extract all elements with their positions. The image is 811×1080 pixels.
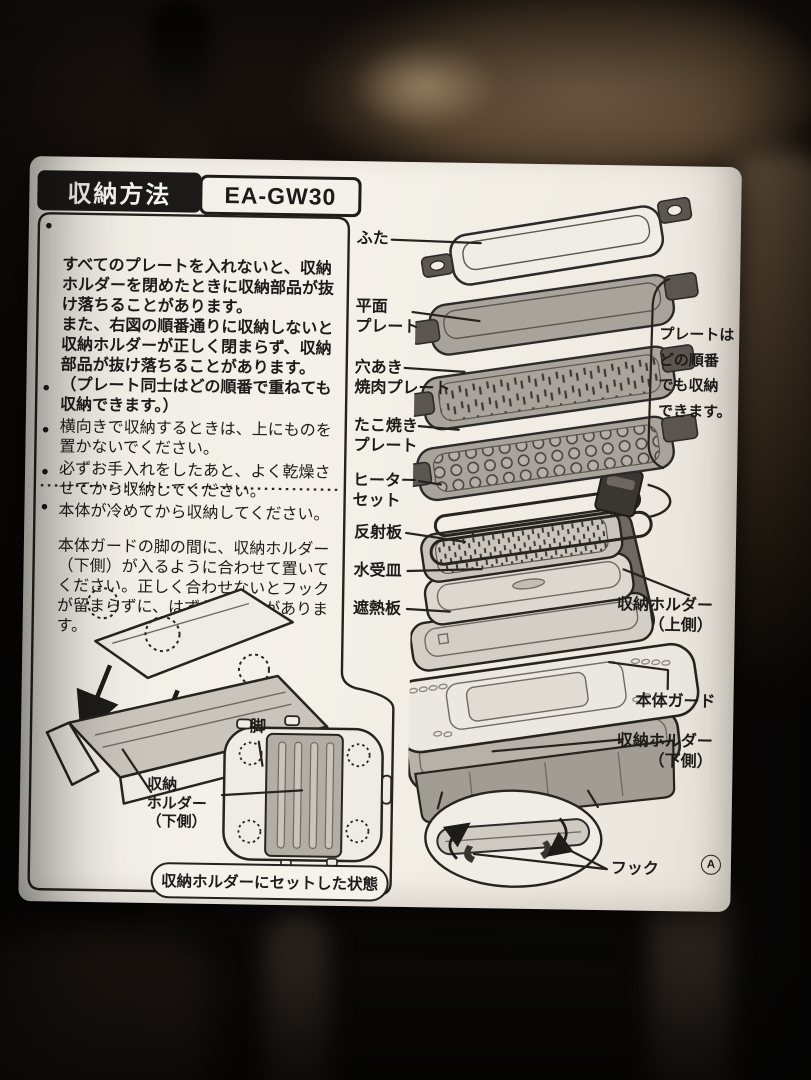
label-water-tray: 水受皿: [353, 562, 402, 580]
bullet-icon: ●: [44, 217, 53, 233]
instruction-sheet: 収納方法 EA-GW30 ● すべてのプレートを入れないと、収納ホルダーを閉めた…: [18, 156, 742, 913]
model-badge: EA-GW30: [199, 174, 362, 218]
hook-callout: [424, 789, 603, 888]
rotate-arrow: [546, 817, 574, 857]
bullet-icon: ●: [40, 498, 49, 514]
reflector-part: [420, 508, 624, 583]
label-takoyaki-plate: たこ焼き プレート: [353, 417, 418, 455]
label-hook: フック: [610, 860, 660, 878]
hook-right: [540, 840, 552, 860]
heater-set-part: [429, 483, 672, 566]
label-lid: ふた: [356, 230, 389, 248]
bullet-icon: ●: [41, 421, 50, 437]
water-tray-part: [423, 552, 635, 626]
note-text: 本体ガードの脚の間に、収納ホルダー（下側）が入るように合わせて置いてください。正…: [56, 537, 330, 635]
background-tan-blob: [350, 40, 500, 130]
label-holder-lower: 収納ホルダー （下側）: [616, 732, 714, 771]
background-shadow-blob: [0, 930, 210, 1080]
label-body-guard: 本体ガード: [635, 692, 716, 711]
label-holder-lower-left: 収納 ホルダー （下側）: [146, 775, 207, 831]
circled-a-badge: A: [700, 854, 722, 875]
bullet-icon: ●: [40, 463, 50, 479]
label-heat-shield: 遮熱板: [352, 600, 402, 618]
power-plug-part: [594, 456, 644, 518]
exploded-parts-diagram: [406, 196, 700, 888]
rotate-arrow: [442, 822, 471, 860]
background-gloss-streak: [265, 910, 329, 1080]
holder-set-caption: 収納ホルダーにセットした状態: [150, 861, 389, 902]
page-title: 収納方法: [37, 170, 202, 213]
hook-left: [464, 844, 476, 864]
label-reflector: 反射板: [353, 524, 403, 542]
label-leg: 脚: [249, 718, 267, 736]
lid-part: [420, 196, 693, 286]
background-dark-bar: [150, 0, 210, 180]
takoyaki-plate-part: [406, 413, 699, 502]
label-yakiniku-plate: 穴あき 焼肉プレート: [354, 359, 451, 398]
flat-plate-part: [409, 272, 699, 356]
bullet-icon: ●: [42, 379, 51, 395]
label-flat-plate: 平面 プレート: [355, 298, 420, 336]
note-item: ● 本体ガードの脚の間に、収納ホルダー（下側）が入るように合わせて置いてください…: [38, 496, 338, 661]
dotted-divider: [40, 484, 339, 491]
background-right-band: [729, 150, 811, 690]
label-holder-upper: 収納ホルダー （上側）: [616, 596, 714, 635]
label-heater-set: ヒーター セット: [352, 472, 418, 510]
plates-order-note: プレートは どの順番 でも収納 できます。: [657, 325, 735, 421]
